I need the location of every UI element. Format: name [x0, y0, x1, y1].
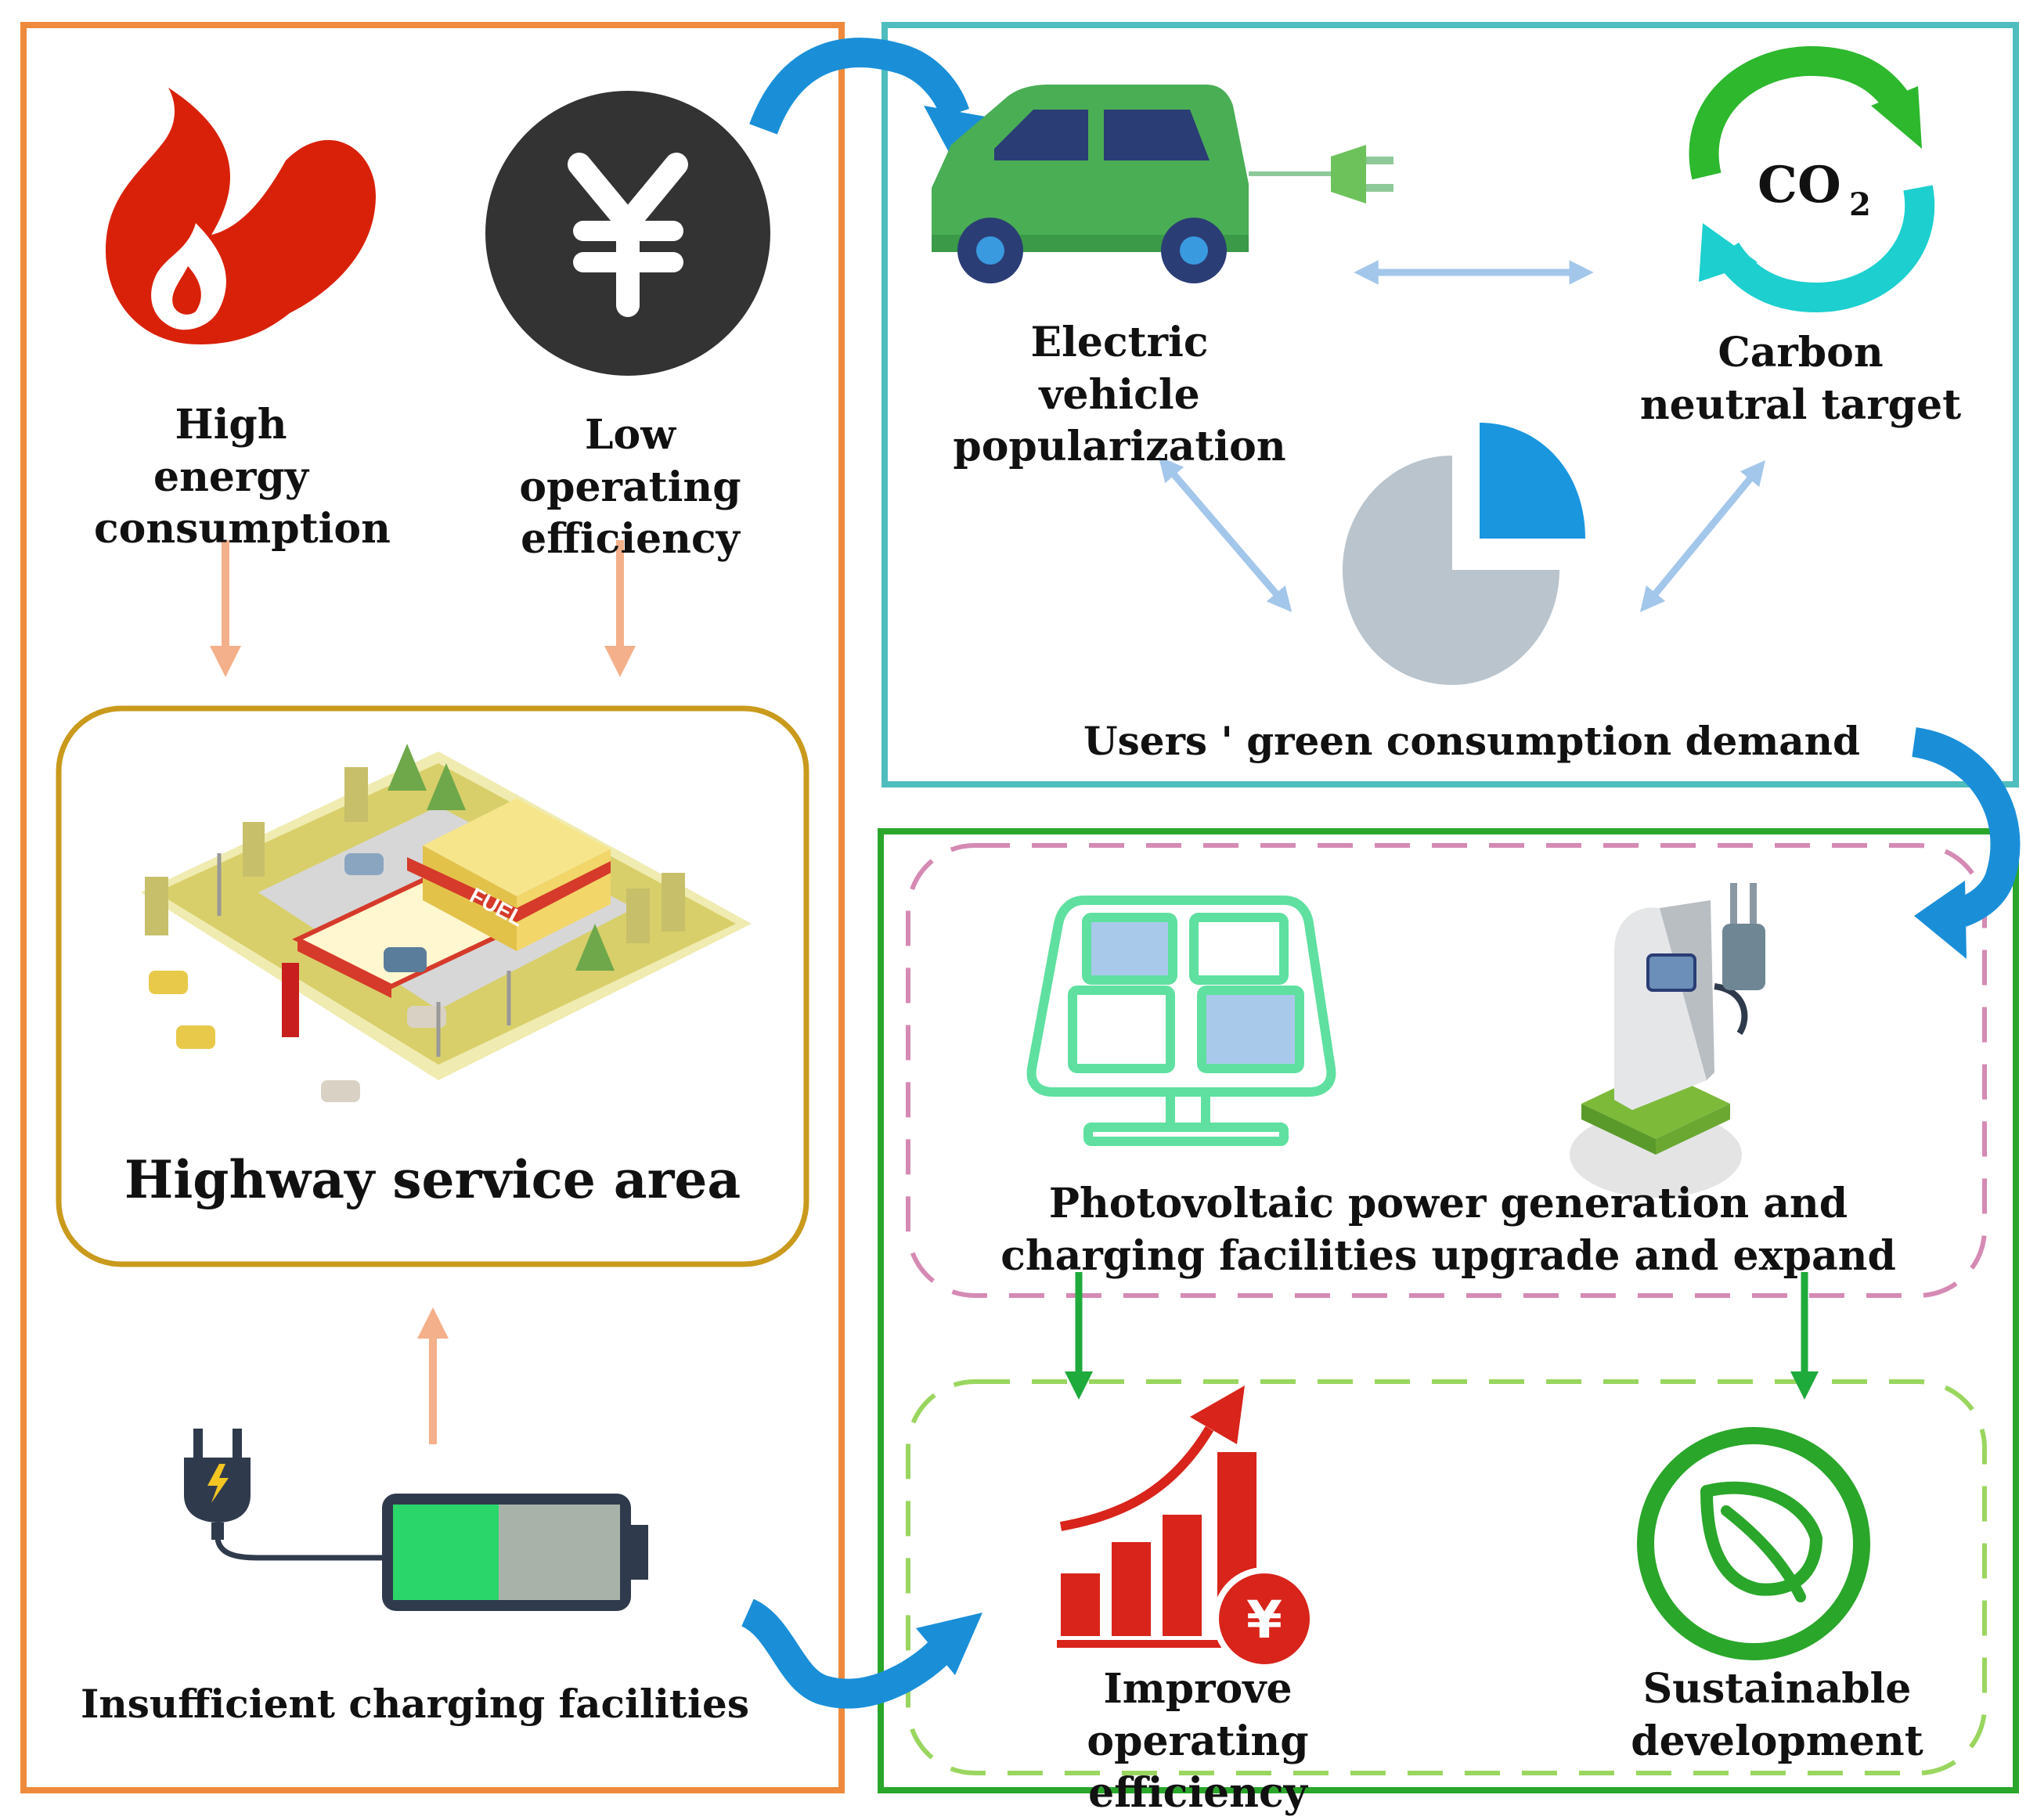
left-panel-border: [20, 22, 845, 1793]
carbon-label: Carbon neutral target: [1639, 329, 1962, 429]
plug-battery-icon: [184, 1429, 648, 1611]
charging-station-icon: [1570, 883, 1765, 1198]
top-right-panel-border: [881, 22, 2019, 787]
improve-label: Improve operating efficiency: [1087, 1665, 1309, 1818]
arrow-ev-demand: [1158, 456, 1293, 612]
service-station-illustration: FUEL: [141, 744, 752, 1102]
yen-coin-icon: [485, 91, 770, 376]
pv-label: Photovoltaic power generation and chargi…: [1000, 1180, 1896, 1280]
low-efficiency-label: Low operating efficiency: [519, 411, 741, 564]
flame-icon: [106, 88, 376, 344]
service-area-box: [56, 705, 809, 1267]
curved-arrow-to-pv: [1911, 727, 2021, 959]
service-area-label: Highway service area: [124, 1149, 741, 1210]
bottom-right-panel-border: [878, 828, 2019, 1793]
curved-arrow-to-improve: [740, 1598, 982, 1709]
sustainable-label: Sustainable development: [1631, 1665, 1923, 1765]
leaf-icon: [1637, 1427, 1870, 1660]
electric-car-icon: [932, 85, 1393, 283]
outcome-group-dashed-box: [906, 1379, 1987, 1775]
growth-chart-icon: ¥: [1057, 1386, 1316, 1670]
arrow-carbon-demand: [1639, 460, 1766, 613]
co2-subscript: 2: [1849, 186, 1871, 223]
yen-badge-text: ¥: [1246, 1590, 1282, 1650]
demand-label: Users ' green consumption demand: [1083, 718, 1860, 764]
pv-group-dashed-box: [906, 843, 1987, 1298]
high-energy-label: High energy consumption: [94, 401, 391, 553]
curved-arrow-to-ev: [749, 38, 990, 157]
pie-chart-icon: [1343, 423, 1585, 685]
insufficient-charging-label: Insufficient charging facilities: [81, 1681, 749, 1727]
solar-panel-icon: [1026, 896, 1336, 1146]
co2-text: CO: [1758, 156, 1841, 214]
ev-label: Electric vehicle popularization: [953, 319, 1286, 471]
co2-cycle-icon: CO 2: [1689, 45, 1935, 313]
